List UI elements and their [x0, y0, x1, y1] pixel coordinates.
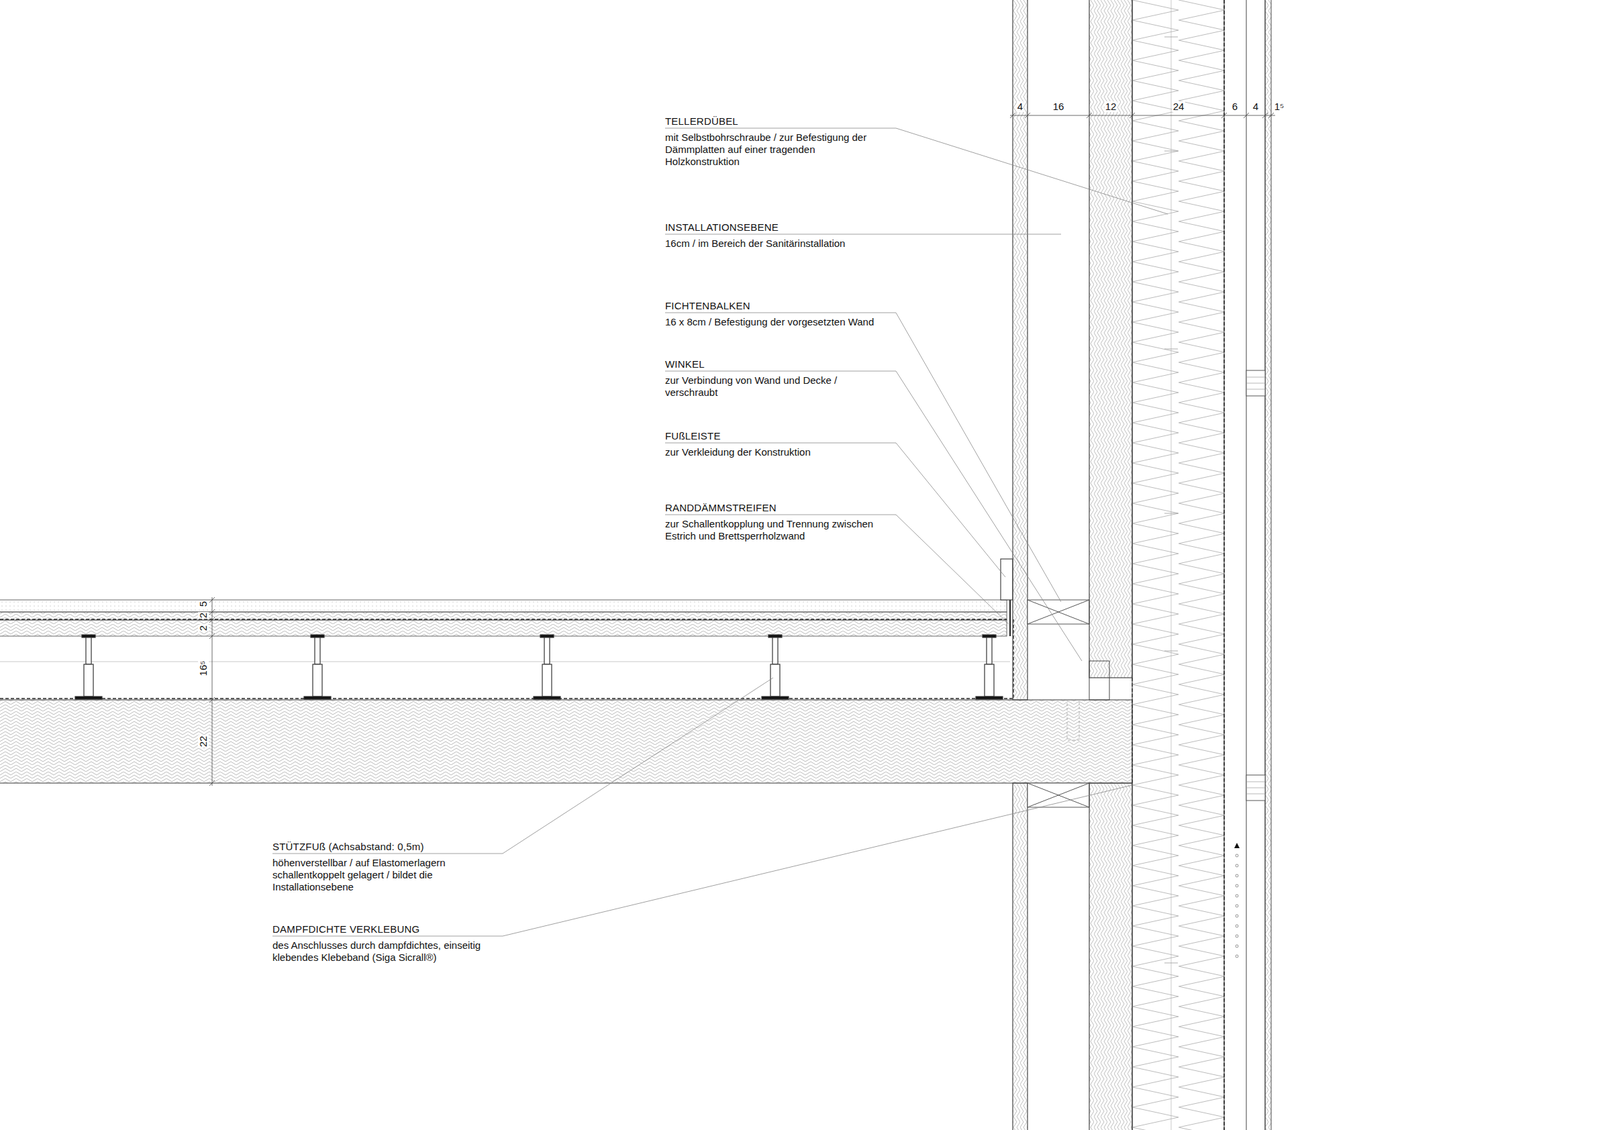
- dimension: 16⁵: [197, 660, 209, 678]
- dimension: 4: [1252, 101, 1260, 113]
- dimension: 16: [1052, 101, 1066, 113]
- callout-text: 16cm / im Bereich der Sanitärinstallatio…: [665, 237, 934, 250]
- callout-text: zur Verkleidung der Konstruktion: [665, 446, 934, 459]
- callout-text: zur Schallentkopplung und Trennung zwisc…: [665, 518, 894, 543]
- dimension: 4: [1016, 101, 1024, 113]
- callout-heading: FICHTENBALKEN: [665, 300, 947, 313]
- callout-heading: RANDDÄMMSTREIFEN: [665, 502, 947, 515]
- callout-text: höhenverstellbar / auf Elastomerlagern s…: [272, 857, 464, 894]
- dimension: 2: [197, 624, 209, 632]
- callout-text: zur Verbindung von Wand und Decke / vers…: [665, 374, 854, 399]
- dimension: 24: [1172, 101, 1186, 113]
- dimension: 2: [197, 612, 209, 619]
- callout-heading: DAMPFDICHTE VERKLEBUNG: [272, 923, 501, 936]
- callout-text: des Anschlusses durch dampfdichtes, eins…: [272, 939, 498, 964]
- dimension: 5: [197, 600, 209, 608]
- callout-heading: FUßLEISTE: [665, 430, 947, 443]
- callout-text: mit Selbstbohrschraube / zur Befestigung…: [665, 131, 887, 168]
- dimension: 12: [1104, 101, 1118, 113]
- dimension: 22: [197, 735, 209, 749]
- dimension: 6: [1231, 101, 1239, 113]
- dimension: 1⁵: [1273, 101, 1286, 113]
- callout-heading: STÜTZFUß (Achsabstand: 0,5m): [272, 840, 501, 854]
- callout-text: 16 x 8cm / Befestigung der vorgesetzten …: [665, 316, 934, 329]
- callout-heading: WINKEL: [665, 358, 947, 371]
- callout-heading: INSTALLATIONSEBENE: [665, 221, 947, 234]
- callout-heading: TELLERDÜBEL: [665, 115, 947, 128]
